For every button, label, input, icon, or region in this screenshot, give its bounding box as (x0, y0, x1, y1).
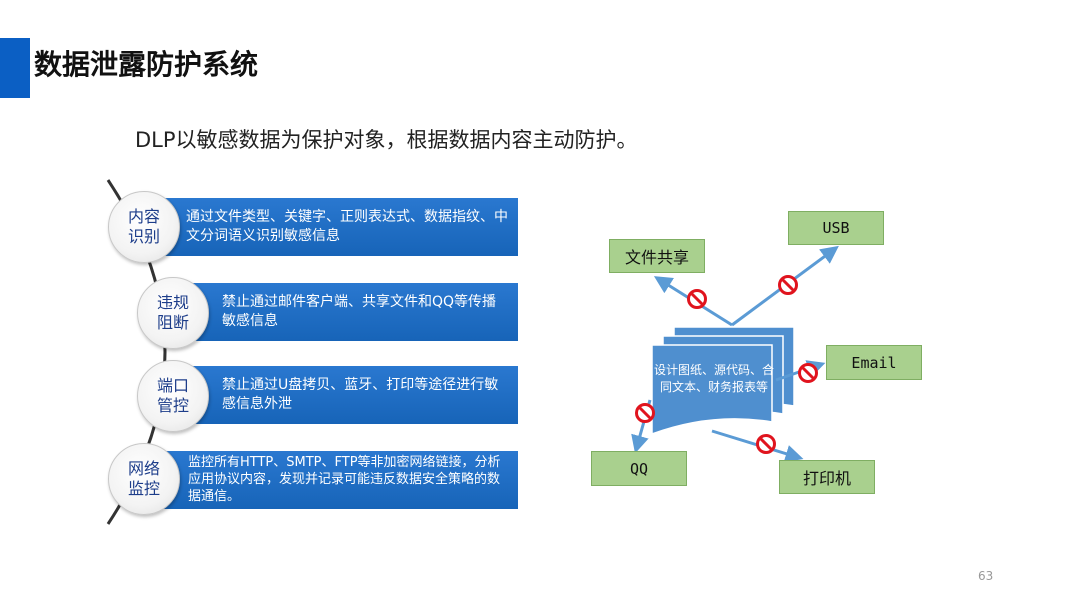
feature-bar-violation-block: 禁止通过邮件客户端、共享文件和QQ等传播敏感信息 (180, 283, 518, 341)
feature-text: 通过文件类型、关键字、正则表达式、数据指纹、中文分词语义识别敏感信息 (186, 209, 508, 244)
document-stack-front (651, 344, 773, 436)
block-icon (778, 275, 798, 295)
block-icon (756, 434, 776, 454)
page-title: 数据泄露防护系统 (34, 48, 259, 81)
page-subtitle: DLP以敏感数据为保护对象，根据数据内容主动防护。 (135, 128, 638, 152)
feature-circle-port-control: 端口管控 (137, 360, 209, 432)
feature-bar-port-control: 禁止通过U盘拷贝、蓝牙、打印等途径进行敏感信息外泄 (180, 366, 518, 424)
channel-email: Email (826, 345, 922, 380)
channel-qq: QQ (591, 451, 687, 486)
block-icon (798, 363, 818, 383)
feature-text: 禁止通过U盘拷贝、蓝牙、打印等途径进行敏感信息外泄 (222, 377, 499, 412)
arrow-to-printer (711, 429, 804, 463)
feature-label: 端口管控 (156, 376, 189, 415)
feature-text: 禁止通过邮件客户端、共享文件和QQ等传播敏感信息 (222, 294, 497, 329)
document-label: 设计图纸、源代码、合同文本、财务报表等 (653, 363, 774, 394)
feature-circle-network-monitor: 网络监控 (108, 443, 180, 515)
block-icon (635, 403, 655, 423)
feature-text: 监控所有HTTP、SMTP、FTP等非加密网络链接，分析应用协议内容，发现并记录… (188, 455, 501, 504)
page-number: 63 (978, 569, 994, 583)
block-icon (687, 289, 707, 309)
feature-bar-network-monitor: 监控所有HTTP、SMTP、FTP等非加密网络链接，分析应用协议内容，发现并记录… (150, 451, 518, 509)
feature-label: 网络监控 (127, 459, 160, 498)
feature-bar-content-id: 通过文件类型、关键字、正则表达式、数据指纹、中文分词语义识别敏感信息 (150, 198, 518, 256)
channel-file-share: 文件共享 (609, 239, 705, 273)
feature-label: 内容识别 (127, 207, 160, 246)
feature-circle-content-id: 内容识别 (108, 191, 180, 263)
feature-label: 违规阻断 (156, 293, 189, 332)
feature-circle-violation-block: 违规阻断 (137, 277, 209, 349)
title-accent-bar (0, 38, 30, 98)
channel-printer: 打印机 (779, 460, 875, 494)
channel-usb: USB (788, 211, 884, 245)
